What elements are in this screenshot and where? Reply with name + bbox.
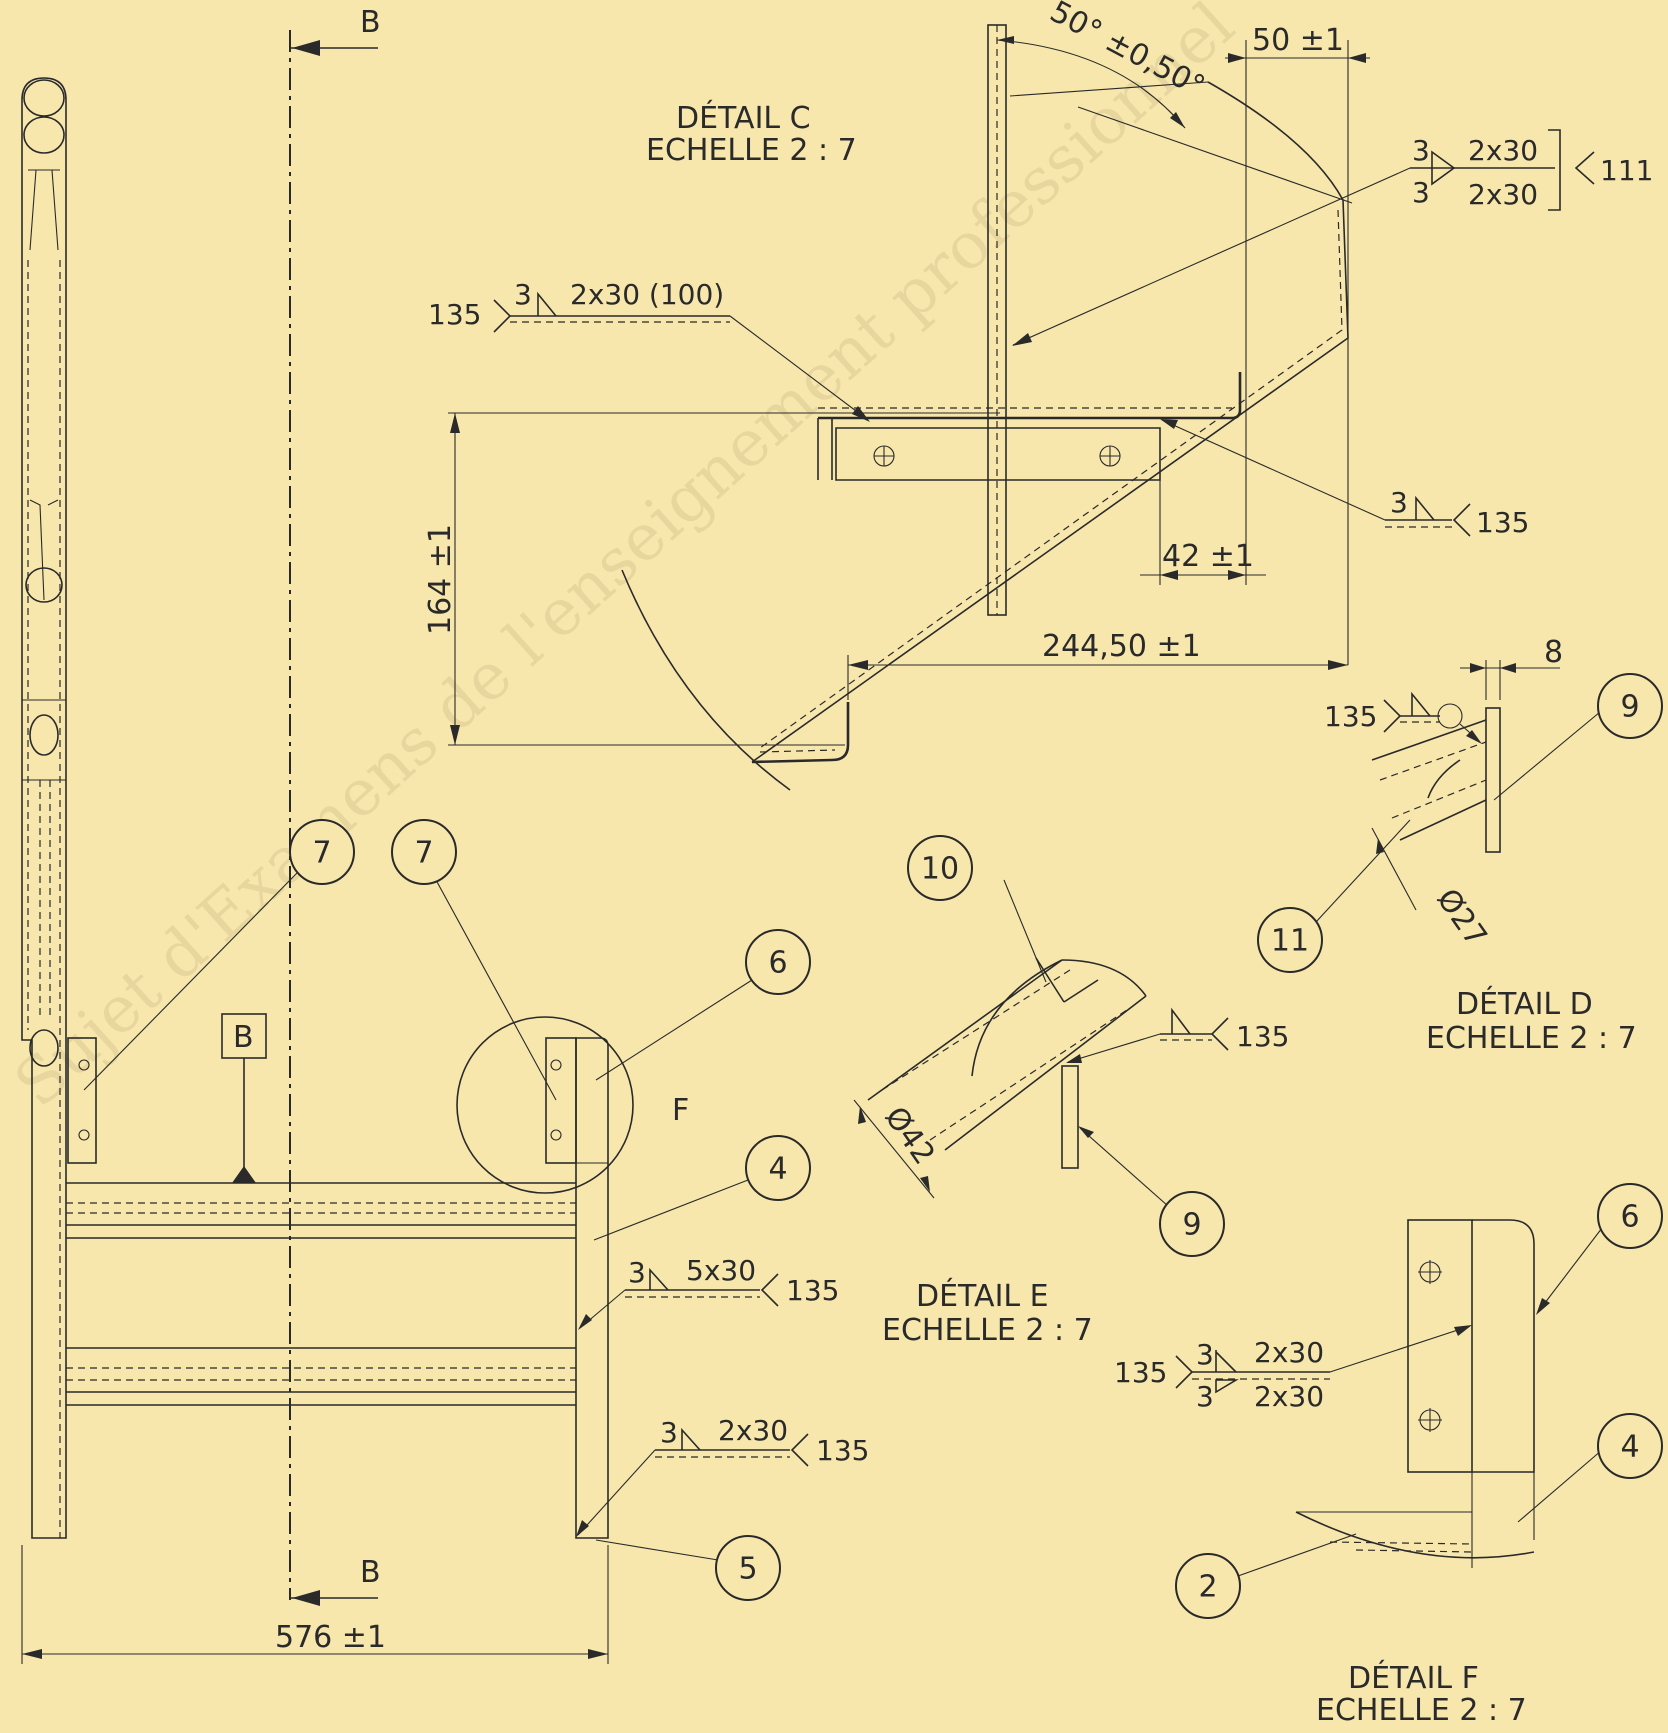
svg-text:5x30: 5x30 — [686, 1254, 756, 1287]
dimension-244: 244,50 ±1 — [1042, 629, 1201, 664]
balloon-7-right: 7 — [391, 819, 457, 885]
svg-text:2x30: 2x30 — [1254, 1380, 1324, 1413]
weld-callout-upper: 3 5x30 135 — [578, 1254, 839, 1330]
dimension-d27: Ø27 — [1429, 883, 1493, 954]
weld-callout-f: 135 3 2x30 3 2x30 — [1114, 1325, 1472, 1413]
svg-text:135: 135 — [1236, 1020, 1289, 1053]
svg-text:11: 11 — [1271, 924, 1309, 959]
step-upper — [66, 1182, 576, 1239]
svg-text:3: 3 — [1412, 176, 1430, 209]
svg-text:3: 3 — [1390, 486, 1408, 519]
svg-text:7: 7 — [414, 836, 433, 871]
balloon-10: 10 — [907, 835, 973, 901]
bolt-left-icon — [873, 445, 895, 467]
svg-text:6: 6 — [768, 946, 787, 981]
svg-text:9: 9 — [1620, 690, 1639, 725]
svg-text:6: 6 — [1620, 1200, 1639, 1235]
vertical-tube — [21, 77, 67, 1539]
section-label-top: B — [360, 5, 381, 40]
svg-text:3: 3 — [628, 1256, 646, 1289]
detail-f-scale: ECHELLE 2 : 7 — [1316, 1693, 1527, 1728]
svg-text:3: 3 — [514, 278, 532, 311]
dimension-164: 164 ±1 — [423, 524, 458, 635]
svg-text:2x30: 2x30 — [1468, 178, 1538, 211]
dimension-d42: Ø42 — [877, 1101, 941, 1172]
left-bracket-plate — [67, 1037, 97, 1164]
balloon-7-left: 7 — [289, 819, 355, 885]
svg-text:7: 7 — [312, 836, 331, 871]
detail-f-marker: F — [672, 1093, 689, 1128]
svg-text:B: B — [233, 1020, 254, 1055]
balloon-6-detail-f: 6 — [1597, 1183, 1663, 1249]
overall-width-dimension: 576 ±1 — [21, 1545, 609, 1664]
weld-callout-c-right: 3 2x30 3 2x30 111 — [1012, 106, 1653, 346]
weld-callout-lower: 3 2x30 135 — [576, 1414, 869, 1537]
svg-text:2: 2 — [1198, 1570, 1217, 1605]
svg-text:135: 135 — [428, 298, 481, 331]
bolt-f-bottom-icon — [1418, 1408, 1442, 1432]
balloon-2-detail-f: 2 — [1175, 1553, 1241, 1619]
bolt-right-icon — [1099, 445, 1121, 467]
detail-c-scale: ECHELLE 2 : 7 — [646, 133, 857, 168]
balloon-6: 6 — [745, 929, 811, 995]
detail-c-title: DÉTAIL C — [676, 100, 811, 136]
weld-callout-d: 135 — [1324, 691, 1482, 744]
svg-text:2x30 (100): 2x30 (100) — [570, 278, 724, 311]
main-view: B B B F 576 ±1 — [21, 5, 869, 1664]
svg-text:5: 5 — [738, 1552, 757, 1587]
dimension-42: 42 ±1 — [1162, 539, 1254, 574]
detail-f-title: DÉTAIL F — [1348, 1660, 1479, 1696]
weld-callout-c-lower: 3 135 — [1160, 419, 1529, 539]
dimension-50: 50 ±1 — [1252, 23, 1344, 58]
bolt-f-top-icon — [1418, 1260, 1442, 1284]
weld-callout-e: 135 — [1066, 1007, 1289, 1063]
svg-text:576 ±1: 576 ±1 — [275, 1620, 386, 1655]
section-label-bottom: B — [360, 1555, 381, 1590]
detail-e: Ø42 135 10 9 DÉTAIL E ECHELLE 2 : 7 — [853, 835, 1289, 1348]
detail-e-title: DÉTAIL E — [916, 1278, 1049, 1314]
balloon-4: 4 — [745, 1135, 811, 1201]
detail-f: 135 3 2x30 3 2x30 6 4 2 DÉTAI — [1114, 1183, 1663, 1728]
balloon-11: 11 — [1257, 907, 1323, 973]
section-arrow-top — [290, 40, 378, 56]
svg-text:135: 135 — [1324, 700, 1377, 733]
svg-text:3: 3 — [1196, 1338, 1214, 1371]
svg-text:2x30: 2x30 — [718, 1414, 788, 1447]
detail-f-callout-circle — [456, 1016, 634, 1194]
svg-text:3: 3 — [1196, 1380, 1214, 1413]
svg-text:3: 3 — [660, 1416, 678, 1449]
svg-text:135: 135 — [1476, 506, 1529, 539]
right-stringer — [545, 1037, 609, 1539]
balloon-9-detail-d: 9 — [1597, 673, 1663, 739]
svg-text:135: 135 — [786, 1274, 839, 1307]
svg-text:4: 4 — [1620, 1430, 1639, 1465]
datum-b: B — [221, 1013, 267, 1183]
balloon-5: 5 — [715, 1535, 781, 1601]
svg-text:3: 3 — [1412, 134, 1430, 167]
svg-text:135: 135 — [816, 1434, 869, 1467]
watermark: Sujet d'Examens de l'enseignement profes… — [1, 0, 1248, 1122]
detail-d: 8 Ø27 135 9 11 DÉTAIL D ECHELLE 2 : 7 — [1257, 635, 1663, 1056]
dimension-8: 8 — [1544, 635, 1563, 670]
section-arrow-bottom — [290, 1590, 378, 1606]
balloon-9-detail-e: 9 — [1159, 1191, 1225, 1257]
svg-text:4: 4 — [768, 1152, 787, 1187]
svg-text:2x30: 2x30 — [1468, 134, 1538, 167]
svg-text:111: 111 — [1600, 154, 1653, 187]
svg-text:10: 10 — [921, 852, 959, 887]
detail-c: 50° ±0,50° 50 ±1 164 ±1 42 ±1 244,50 ±1 … — [423, 0, 1653, 791]
svg-text:2x30: 2x30 — [1254, 1336, 1324, 1369]
detail-d-scale: ECHELLE 2 : 7 — [1426, 1021, 1637, 1056]
svg-text:9: 9 — [1182, 1208, 1201, 1243]
svg-text:135: 135 — [1114, 1356, 1167, 1389]
detail-e-scale: ECHELLE 2 : 7 — [882, 1313, 1093, 1348]
balloon-4-detail-f: 4 — [1597, 1413, 1663, 1479]
step-lower — [66, 1347, 576, 1406]
weld-callout-c-left: 135 3 2x30 (100) — [428, 278, 870, 422]
detail-d-title: DÉTAIL D — [1456, 986, 1593, 1022]
